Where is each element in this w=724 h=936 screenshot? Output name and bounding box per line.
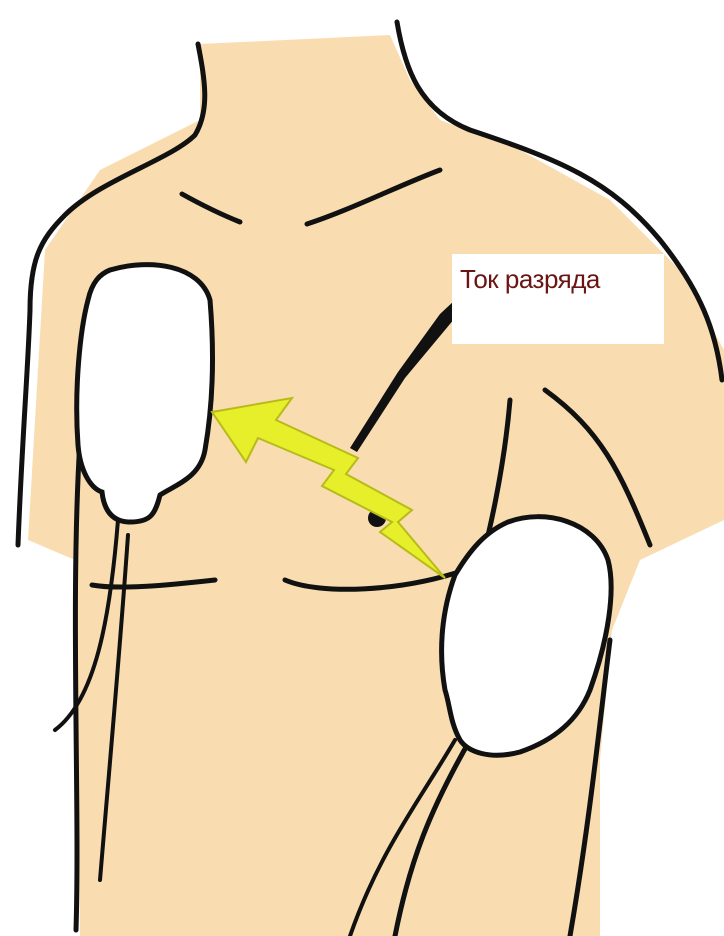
annotation-label-box: Ток разряда [452,254,664,344]
annotation-label: Ток разряда [460,264,600,294]
